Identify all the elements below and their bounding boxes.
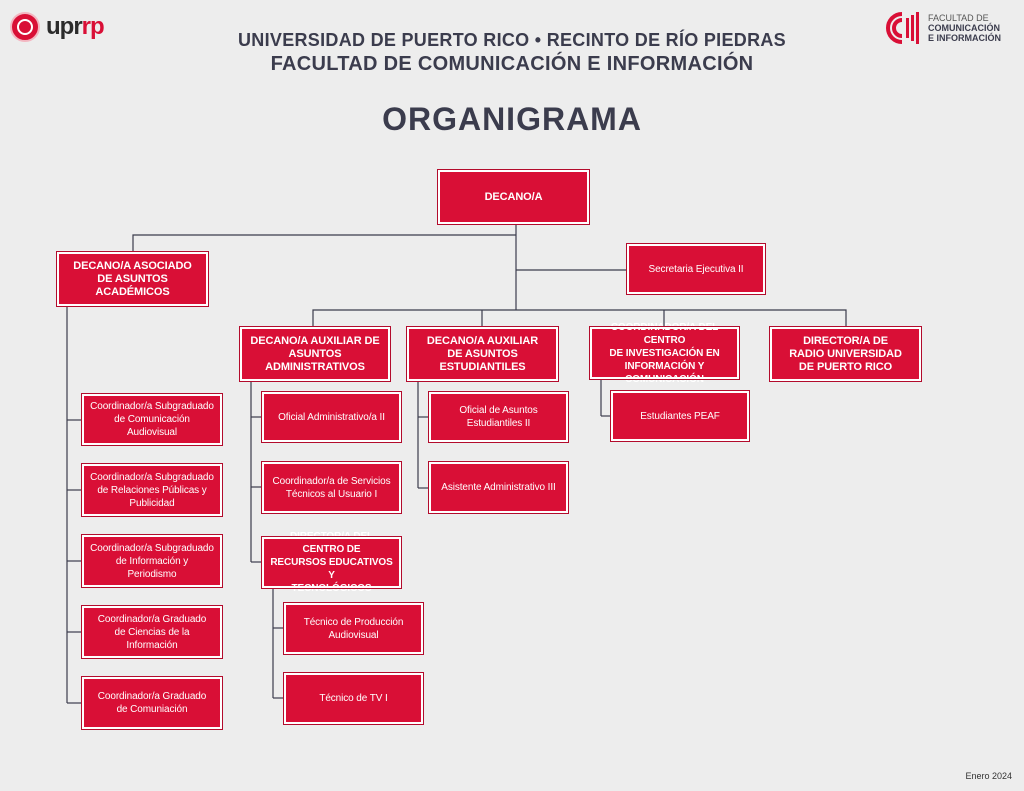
- org-node-oficial-administrativo: Oficial Administrativo/a II: [261, 391, 402, 443]
- org-node-oficial-asuntos-estudiantiles: Oficial de Asuntos Estudiantiles II: [428, 391, 569, 443]
- org-node-asistente-administrativo: Asistente Administrativo III: [428, 461, 569, 514]
- uprrp-logo: uprrp: [10, 12, 105, 42]
- org-node-decano: DECANO/A: [437, 169, 590, 225]
- org-node-decano-auxiliar-administrativos: DECANO/A AUXILIAR DE ASUNTOS ADMINISTRAT…: [239, 326, 391, 382]
- org-node-coordinador-ciencias-informacion: Coordinador/a Graduado de Ciencias de la…: [81, 605, 223, 659]
- org-node-tecnico-tv: Técnico de TV I: [283, 672, 424, 725]
- fci-logo: FACULTAD DE COMUNICACIÓN E INFORMACIÓN: [882, 10, 1001, 46]
- org-node-coordinador-centro-investigacion: COORDINADOR/A DEL CENTRO DE INVESTIGACIÓ…: [589, 322, 740, 385]
- uprrp-wordmark: uprrp: [46, 13, 105, 40]
- org-node-decano-auxiliar-estudiantiles: DECANO/A AUXILIAR DE ASUNTOS ESTUDIANTIL…: [406, 326, 559, 382]
- org-node-estudiantes-peaf: Estudiantes PEAF: [610, 390, 750, 442]
- faculty-heading: FACULTAD DE COMUNICACIÓN E INFORMACIÓN: [270, 53, 754, 75]
- connector-line: [132, 234, 516, 252]
- page-title: ORGANIGRAMA: [382, 101, 642, 137]
- org-node-coordinador-periodismo: Coordinador/a Subgraduado de Información…: [81, 534, 223, 588]
- fci-wordmark: FACULTAD DE COMUNICACIÓN E INFORMACIÓN: [928, 13, 1001, 43]
- org-node-tecnico-produccion: Técnico de Producción Audiovisual: [283, 602, 424, 655]
- org-node-coordinador-audiovisual: Coordinador/a Subgraduado de Comunicació…: [81, 393, 223, 446]
- upr-seal-icon: [10, 12, 40, 42]
- fci-signal-icon: [886, 12, 919, 44]
- org-node-director-centro-recursos: DIRECTOR/A DEL CENTRO DE RECURSOS EDUCAT…: [261, 531, 402, 594]
- org-node-director-radio: DIRECTOR/A DE RADIO UNIVERSIDAD DE PUERT…: [769, 326, 922, 382]
- org-node-coordinador-servicios-tecnicos: Coordinador/a de Servicios Técnicos al U…: [261, 461, 402, 514]
- date-label: Enero 2024: [965, 771, 1012, 781]
- university-heading: UNIVERSIDAD DE PUERTO RICO • RECINTO DE …: [237, 30, 786, 50]
- org-node-coordinador-comunicacion: Coordinador/a Graduado de Comuniación: [81, 676, 223, 730]
- connector-line: [312, 309, 847, 327]
- org-node-decano-asociado: DECANO/A ASOCIADO DE ASUNTOS ACADÉMICOS: [56, 251, 209, 307]
- org-node-secretaria: Secretaria Ejecutiva II: [626, 243, 766, 295]
- org-node-coordinador-relaciones-publicas: Coordinador/a Subgraduado de Relaciones …: [81, 463, 223, 517]
